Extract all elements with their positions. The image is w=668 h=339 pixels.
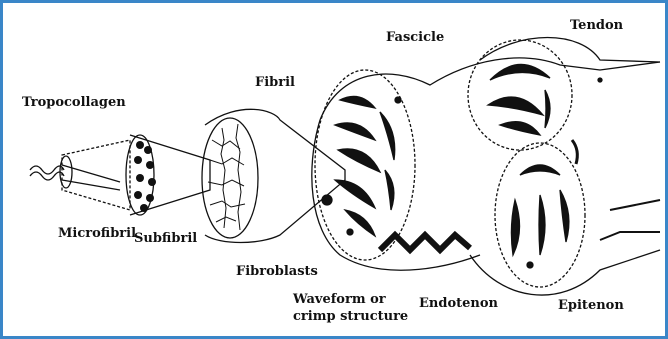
- label-endotenon: Endotenon: [419, 297, 498, 311]
- microfibril-dots: [134, 141, 156, 212]
- label-fascicle: Fascicle: [386, 31, 444, 45]
- fascicle-shape: [312, 58, 660, 270]
- label-waveform-line2: crimp structure: [293, 310, 408, 324]
- fibril-shape: [202, 109, 345, 242]
- label-waveform-line1: Waveform or: [293, 293, 386, 307]
- label-tendon: Tendon: [570, 19, 623, 33]
- label-fibril: Fibril: [255, 76, 295, 90]
- label-tropocollagen: Tropocollagen: [22, 96, 126, 110]
- tendon-shape: [468, 38, 660, 296]
- label-fibroblasts: Fibroblasts: [236, 265, 318, 279]
- label-microfibril: Microfibril: [58, 227, 136, 241]
- label-subfibril: Subfibril: [134, 232, 197, 246]
- tropocollagen-shape: [30, 165, 120, 190]
- label-epitenon: Epitenon: [558, 299, 624, 313]
